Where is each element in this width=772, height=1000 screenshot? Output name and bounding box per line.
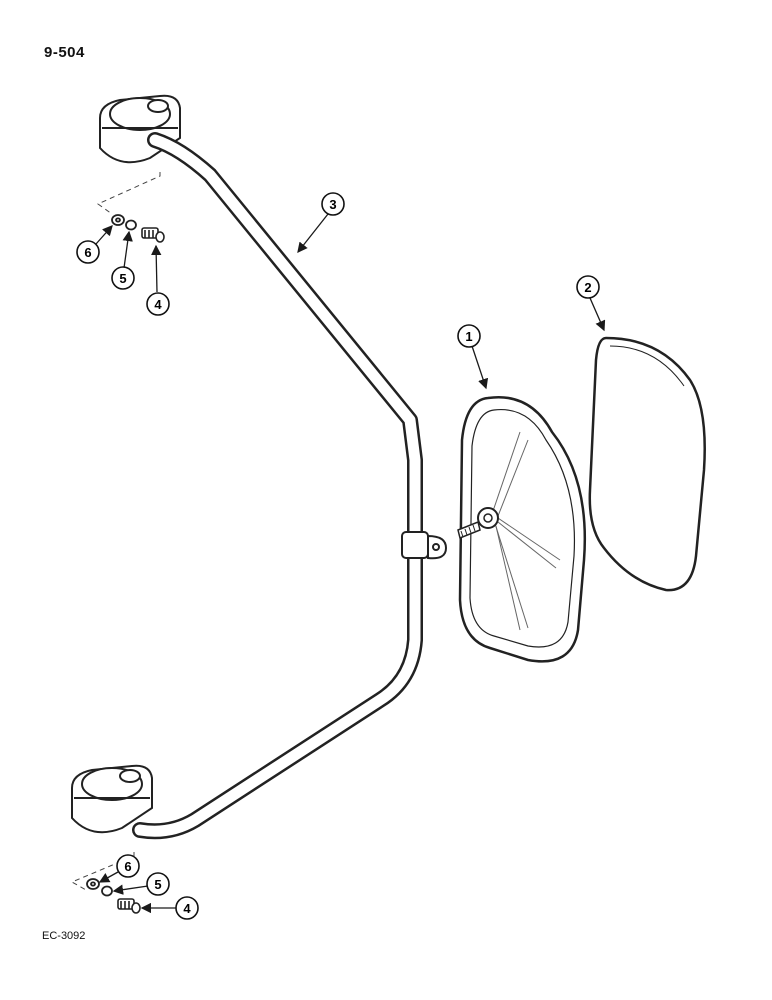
page-number: 9-504 bbox=[44, 44, 85, 61]
figure-code: EC-3092 bbox=[42, 930, 86, 942]
bottom-mounting-bracket bbox=[71, 764, 153, 834]
callout-6-top: 6 bbox=[76, 240, 100, 264]
callout-4-bottom-label: 4 bbox=[183, 901, 191, 916]
bottom-screw bbox=[117, 898, 141, 914]
bottom-washer bbox=[86, 878, 100, 890]
bottom-lock-washer bbox=[101, 885, 113, 897]
mirror-head bbox=[457, 396, 587, 663]
callout-3: 3 bbox=[321, 192, 345, 216]
callout-6-bottom: 6 bbox=[116, 854, 140, 878]
callout-6-top-label: 6 bbox=[84, 245, 91, 260]
callout-5-top: 5 bbox=[111, 266, 135, 290]
callout-2: 2 bbox=[576, 275, 600, 299]
top-washer bbox=[111, 214, 125, 226]
callout-1-label: 1 bbox=[465, 329, 472, 344]
mirror-arm bbox=[132, 132, 423, 840]
callout-5-top-label: 5 bbox=[119, 271, 126, 286]
top-lock-washer bbox=[125, 219, 137, 231]
arm-clamp bbox=[401, 531, 448, 560]
callout-4-top-label: 4 bbox=[154, 297, 162, 312]
callout-5-bottom-label: 5 bbox=[154, 877, 161, 892]
callout-5-bottom: 5 bbox=[146, 872, 170, 896]
mirror-glass bbox=[588, 336, 706, 592]
callout-4-top: 4 bbox=[146, 292, 170, 316]
callout-3-label: 3 bbox=[329, 197, 336, 212]
alignment-lines bbox=[70, 172, 161, 891]
callout-6-bottom-label: 6 bbox=[124, 859, 131, 874]
top-screw bbox=[141, 227, 165, 243]
callout-1: 1 bbox=[457, 324, 481, 348]
callout-4-bottom: 4 bbox=[175, 896, 199, 920]
leader-lines bbox=[95, 213, 606, 914]
callout-2-label: 2 bbox=[584, 280, 591, 295]
